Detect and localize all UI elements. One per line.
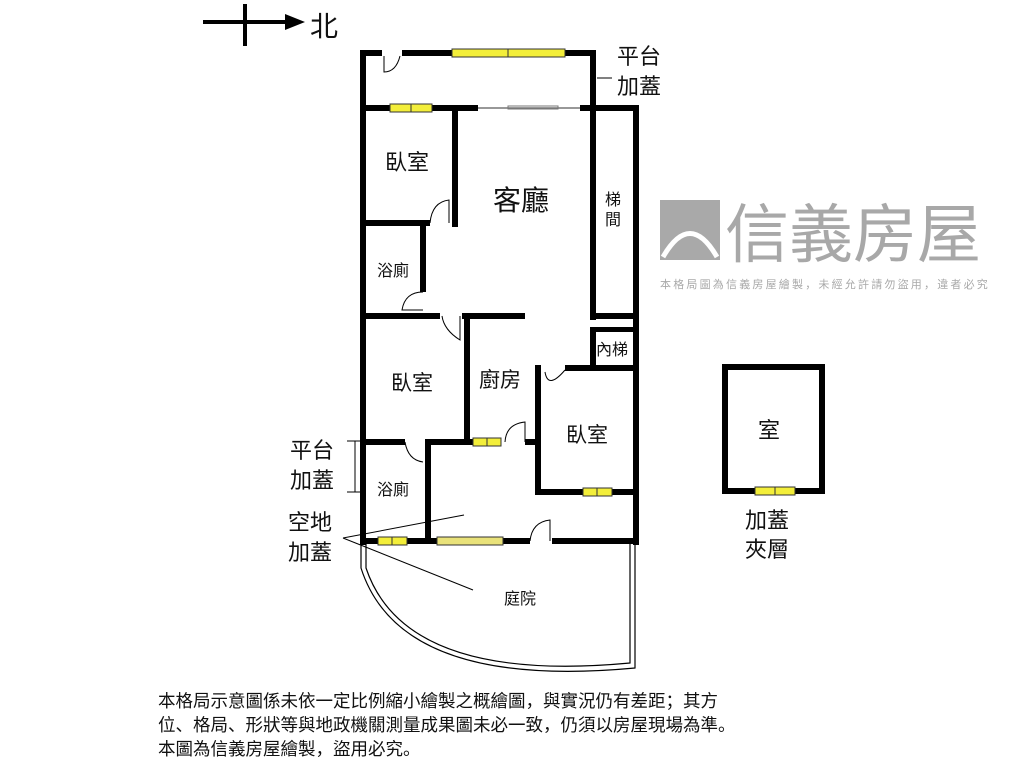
label-platform-left-1: 平台 — [290, 439, 334, 464]
label-bedroom-3: 臥室 — [566, 423, 608, 447]
watermark: 信義房屋 本格局圖為信義房屋繪製，未經允許請勿盜用，違者必究 — [660, 199, 990, 291]
label-stairwell-1: 梯 — [605, 190, 621, 209]
label-bedroom-1: 臥室 — [385, 151, 429, 176]
label-vacant-land-2: 加蓋 — [288, 541, 332, 566]
label-bedroom-2: 臥室 — [391, 371, 433, 395]
disclaimer: 本格局示意圖係未依一定比例縮小繪製之概繪圖，與實況仍有差距；其方 位、格局、形狀… — [158, 690, 878, 762]
label-platform-top-1: 平台 — [617, 45, 661, 70]
compass-label: 北 — [310, 10, 338, 43]
label-platform-top-2: 加蓋 — [617, 75, 661, 100]
label-living-room: 客廳 — [493, 184, 549, 217]
disclaimer-line: 位、格局、形狀等與地政機關測量成果圖未必一致，仍須以房屋現場為準。 — [158, 716, 736, 736]
label-vacant-land-1: 空地 — [288, 511, 332, 536]
doors — [383, 55, 580, 542]
label-inner-stair: 內梯 — [596, 340, 628, 359]
courtyard-boundary — [360, 542, 636, 672]
label-bath-2: 浴廁 — [377, 480, 409, 499]
north-arrow-icon — [203, 4, 305, 46]
windows — [377, 48, 796, 546]
label-annex-1: 加蓋 — [745, 509, 789, 534]
label-bath-1: 浴廁 — [377, 261, 409, 280]
annotation-lines — [342, 77, 612, 591]
watermark-notice: 本格局圖為信義房屋繪製，未經允許請勿盜用，違者必究 — [660, 277, 990, 291]
watermark-brand: 信義房屋 — [725, 199, 981, 273]
label-stairwell-2: 間 — [605, 210, 621, 229]
label-annex-2: 夾層 — [745, 538, 789, 563]
disclaimer-line: 本圖為信義房屋繪製，盜用必究。 — [158, 740, 421, 760]
label-courtyard: 庭院 — [504, 589, 536, 608]
label-platform-left-2: 加蓋 — [290, 469, 334, 494]
label-kitchen: 廚房 — [479, 368, 521, 392]
label-annex-room: 室 — [758, 419, 780, 444]
walls — [360, 50, 825, 545]
disclaimer-line: 本格局示意圖係未依一定比例縮小繪製之概繪圖，與實況仍有差距；其方 — [158, 692, 718, 712]
